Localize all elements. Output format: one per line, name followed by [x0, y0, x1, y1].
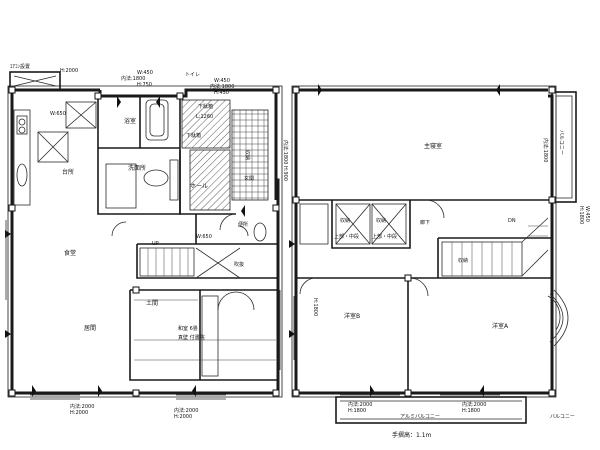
bathtub [145, 99, 169, 141]
toilet-label: 便所 [238, 221, 248, 228]
entrance-tile [231, 109, 269, 201]
kitchen-label: 台所 [62, 168, 74, 176]
toilet-window-w: W:450 [214, 78, 230, 84]
right-balcony-dim: 内法:1800 [542, 138, 549, 162]
window-note-top-left: H:2000 [60, 68, 78, 74]
stair-window-label: W:650 [196, 234, 212, 240]
bath-window-h: H:750 [137, 82, 152, 88]
side-window-note: 内法:1800 H:900 [282, 140, 289, 181]
right-balcony-label: バルコニー [558, 130, 564, 155]
second-floor-outer-wall [294, 88, 554, 395]
hall-label: ホール [190, 183, 208, 190]
toilet-top-label: トイレ [185, 72, 200, 78]
kitchen-counter [13, 109, 31, 206]
bottom-left-window-1-2f: 内法:2000 [348, 401, 372, 408]
stair-storage-label: 収納 [458, 257, 468, 264]
bedroom-b-label: 洋室B [344, 312, 360, 320]
second-floor-plan: 主寝室 バルコニー 内法:1800 H:1800 W:450 収納 収納 上部・… [289, 84, 590, 439]
bottom-left-window-2: H:2000 [70, 410, 88, 416]
first-floor-plan: ｴｱｺﾝ設置 H:2000 W:650 W:450 内法:1800 H:750 … [5, 63, 289, 420]
void-label: 吹抜 [234, 261, 244, 268]
stair-down-label: DN [508, 218, 516, 224]
window-note-kitchen: W:650 [50, 111, 66, 117]
storage-length: L:1260 [196, 114, 213, 120]
closet-1-note: 上部・中段 [334, 233, 359, 240]
second-floor-windows [293, 296, 500, 396]
dining-label: 食堂 [64, 249, 76, 257]
fridge [37, 131, 69, 163]
first-floor-staircase [139, 247, 241, 279]
ac-box [9, 71, 61, 91]
right-balcony [551, 91, 577, 203]
entrance-floor [189, 149, 231, 211]
bottom-right-window-1: 内法:2000 [174, 407, 198, 414]
living-label: 居間 [84, 325, 96, 332]
washroom-label: 洗面所 [128, 164, 146, 172]
toilet-window-h: H:450 [214, 90, 229, 96]
bath-window-inner: 内法:1800 [121, 75, 145, 82]
japanese-room-detail: 真壁 付書院 [178, 334, 205, 341]
toilet-window-inner: 内法:1800 [210, 83, 234, 90]
left-dim-h: H:1800 [312, 298, 318, 316]
bottom-balcony [335, 396, 527, 424]
bottom-balcony-label: アルミバルコニー [400, 414, 440, 420]
floor-note-label: 土間 [146, 299, 158, 307]
toilet-area [181, 99, 231, 149]
bedroom-a-label: 洋室A [492, 322, 509, 330]
bottom-right-window-2: H:2000 [174, 414, 192, 420]
right-dim-w: W:450 [584, 206, 590, 222]
bottom-left-window-2-2f: H:1800 [348, 408, 366, 414]
hallway-label: 廊下 [420, 219, 430, 226]
bath-window-w: W:450 [137, 70, 153, 76]
right-dim-h: H:1800 [578, 206, 584, 224]
bath-label: 浴室 [124, 117, 136, 125]
bottom-right-window-1-2f: 内法:2000 [462, 401, 486, 408]
bottom-left-window-1: 内法:2000 [70, 403, 94, 410]
bay-window [553, 289, 569, 347]
shoes-storage-label: 収納 [244, 150, 251, 160]
second-floor-closets [299, 203, 407, 245]
stair-up-label: UP [152, 241, 159, 247]
sink [16, 163, 28, 187]
wash-basin [143, 169, 169, 187]
second-floor-staircase [441, 217, 549, 277]
bay-balcony-label: バルコニー [550, 414, 575, 420]
shoe-cabinet-top: 下駄箱 [198, 103, 213, 110]
ac-note: ｴｱｺﾝ設置 [10, 63, 30, 70]
closet-2-note: 上部・中段 [372, 233, 397, 240]
entrance-label: 玄関 [244, 175, 254, 182]
bottom-right-window-2-2f: H:1800 [462, 408, 480, 414]
door-swing [219, 213, 237, 231]
first-floor-windows [5, 220, 281, 400]
shoe-cabinet-label: 下駄箱 [186, 132, 201, 139]
toilet-bowl [253, 222, 267, 242]
closet-1-label: 収納 [340, 217, 350, 224]
closet-2-label: 収納 [376, 217, 386, 224]
japanese-room-label: 和室 6畳 [178, 325, 198, 332]
master-bedroom-label: 主寝室 [424, 142, 442, 150]
handrail-height: 手摺高：1.1m [392, 431, 432, 439]
